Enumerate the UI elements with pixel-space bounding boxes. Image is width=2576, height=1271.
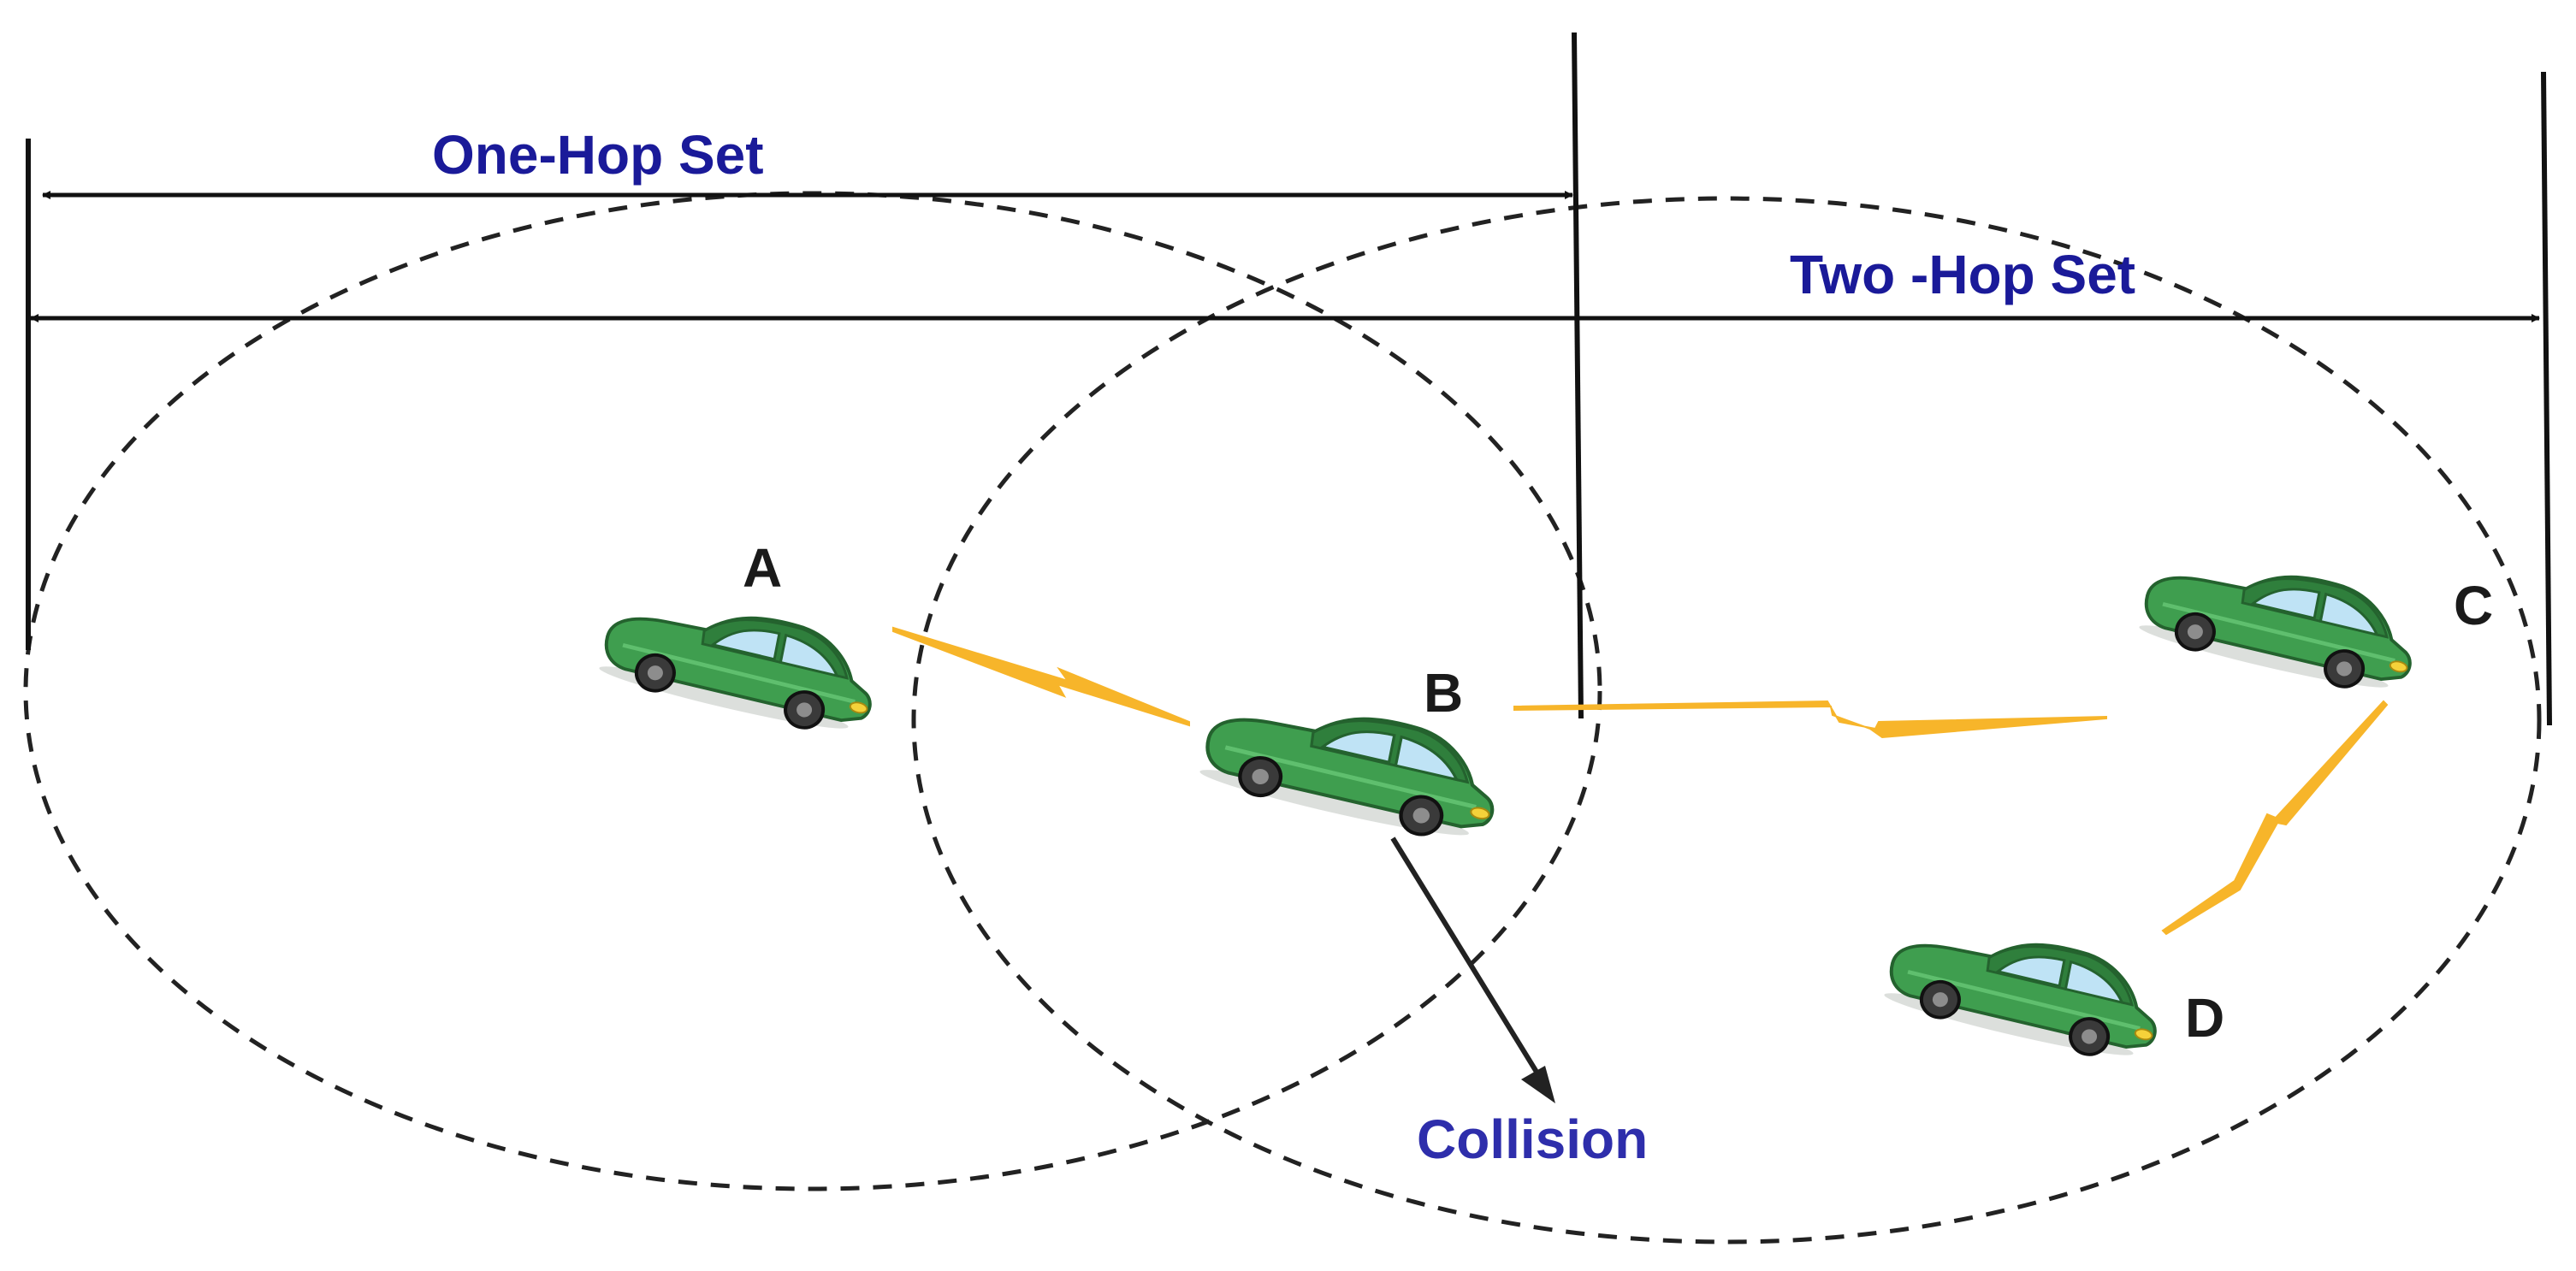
two-hop-label: Two -Hop Set — [1790, 244, 2135, 305]
two-hop-range-circle — [911, 196, 2542, 1244]
one-hop-label: One-Hop Set — [432, 124, 764, 186]
collision-label: Collision — [1417, 1108, 1648, 1170]
vehicle-c-icon — [2136, 542, 2425, 701]
collision-arrow — [1390, 836, 1551, 1093]
vehicle-d-icon — [1881, 910, 2170, 1068]
vehicle-a-label: A — [743, 537, 782, 599]
collision-arrowhead — [1521, 1066, 1555, 1103]
wireless-link-a-b — [892, 626, 1190, 727]
right-boundary-line — [2541, 71, 2552, 726]
wireless-link-b-c — [1513, 700, 2107, 739]
vehicle-a-icon — [596, 583, 885, 742]
vehicle-b-label: B — [1424, 662, 1463, 724]
vehicle-d-label: D — [2185, 987, 2224, 1049]
middle-boundary-line — [1572, 32, 1584, 719]
vehicle-c-label: C — [2454, 575, 2493, 636]
wireless-link-c-d — [2161, 700, 2389, 936]
